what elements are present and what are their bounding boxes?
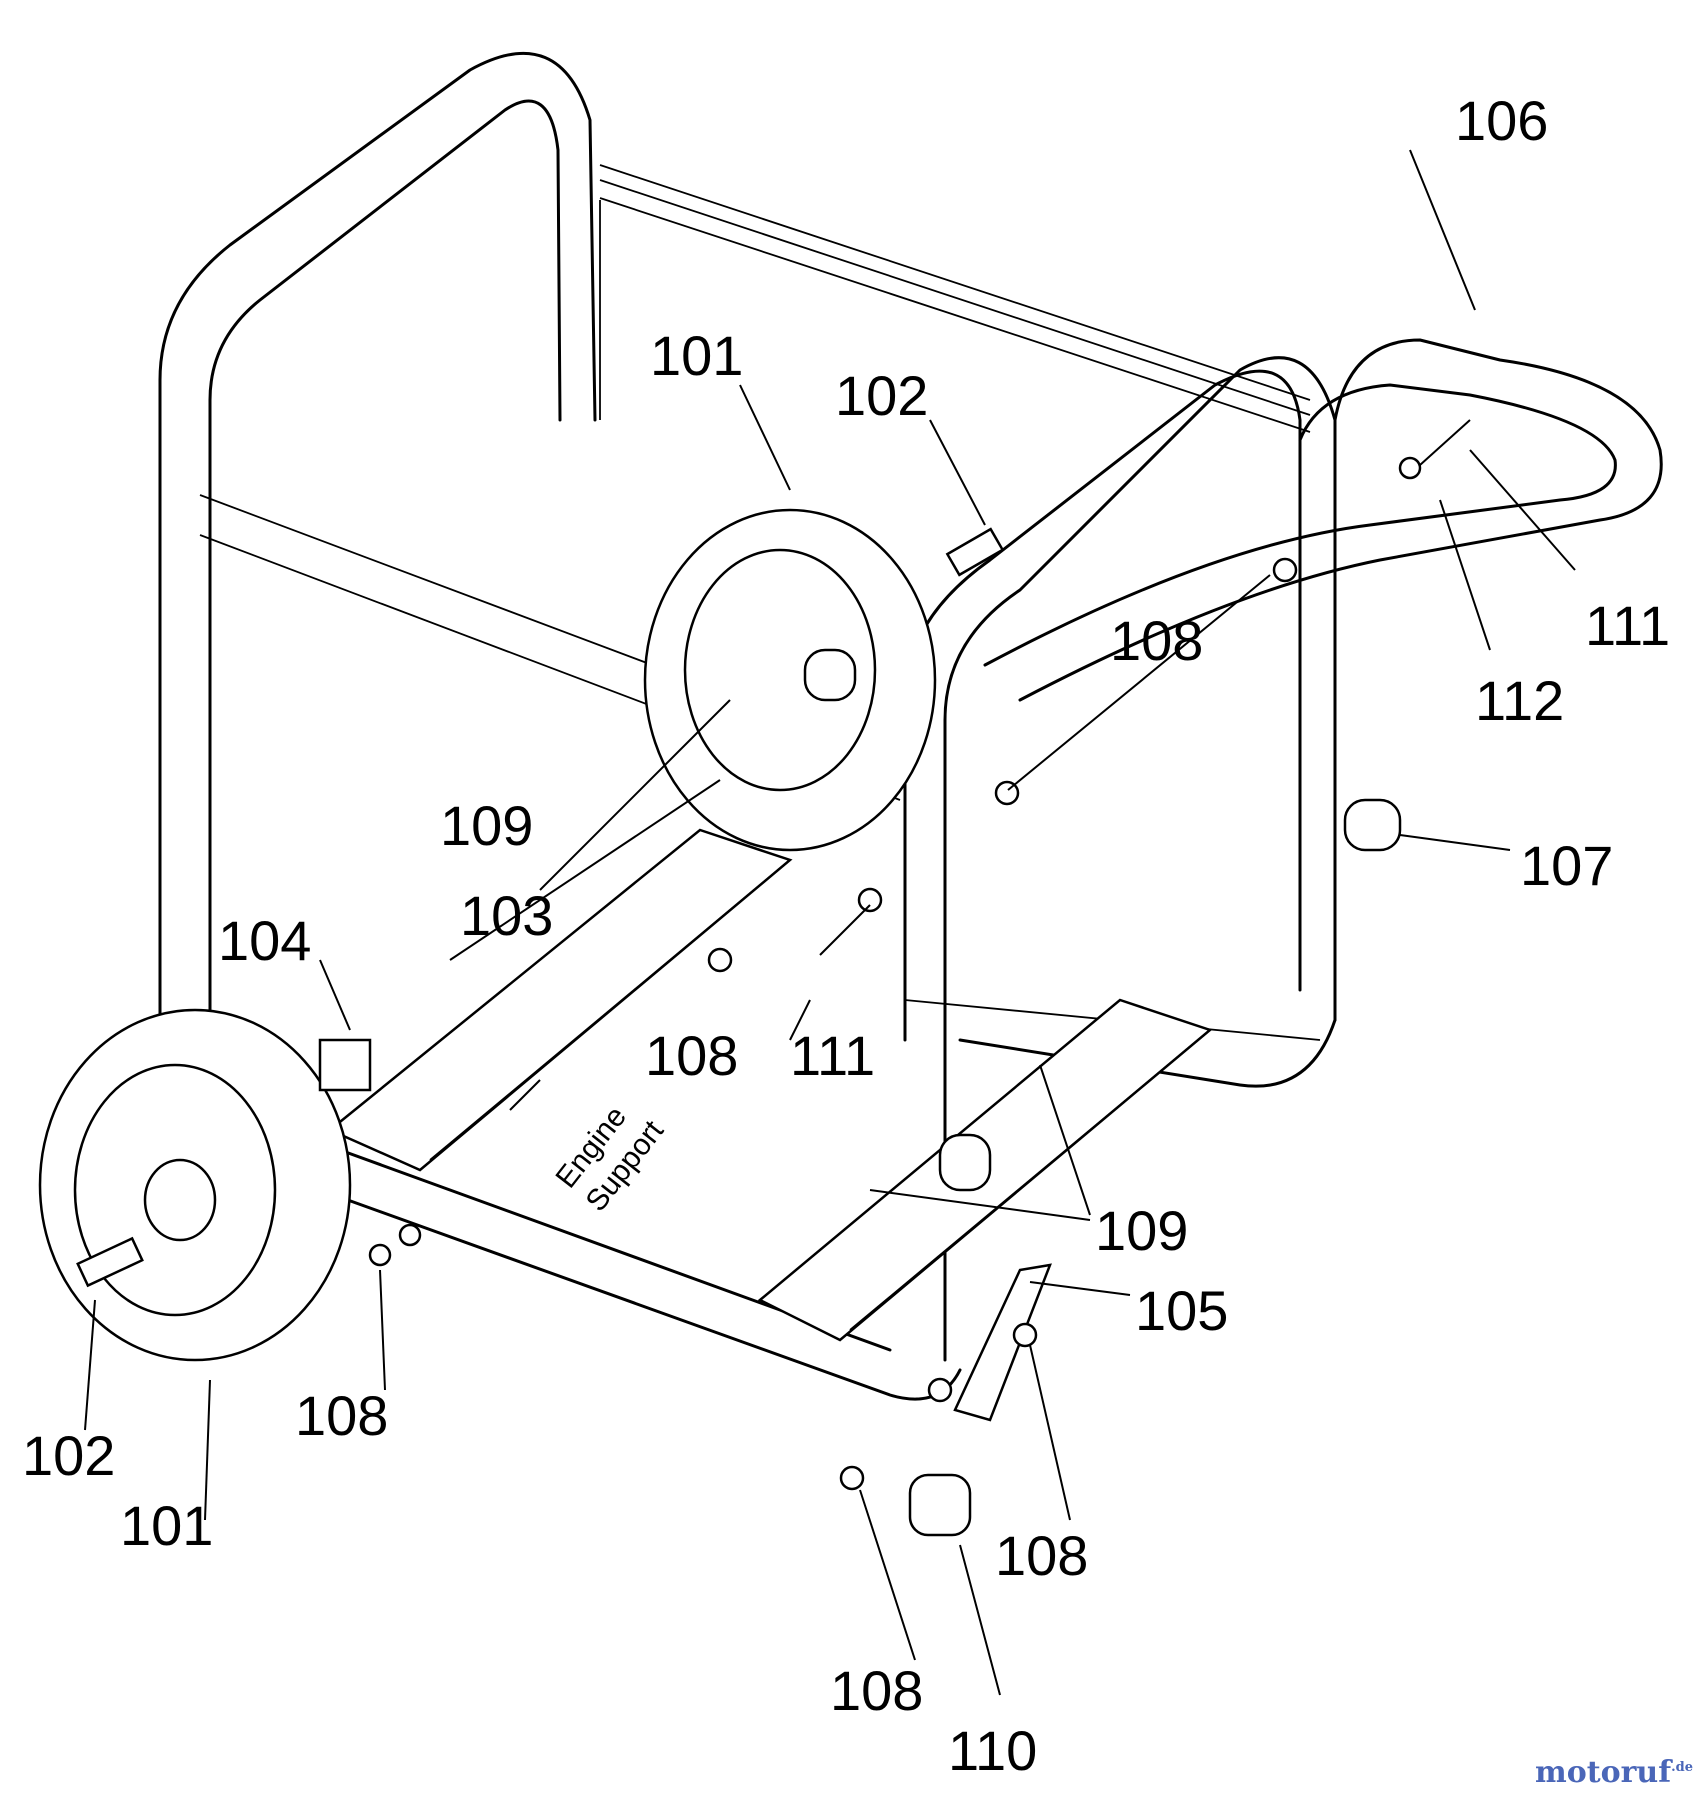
callout-111-handle: 111	[1585, 594, 1670, 657]
callout-108-middle: 108	[645, 1024, 738, 1087]
callout-108-upper: 108	[1110, 609, 1203, 672]
bracket-104	[318, 1038, 372, 1092]
leader-lines	[84, 149, 1576, 1696]
callout-111-lower: 111	[790, 1024, 875, 1087]
callout-104: 104	[218, 909, 311, 972]
callout-109-upper: 109	[440, 794, 533, 857]
callout-102-front: 102	[22, 1424, 115, 1487]
engine-support-rail-left	[327, 828, 793, 1172]
isolator-110	[908, 1473, 972, 1537]
callout-103: 103	[460, 884, 553, 947]
callout-109-lower: 109	[1095, 1199, 1188, 1262]
callout-101-front: 101	[120, 1494, 213, 1557]
callout-106: 106	[1455, 89, 1548, 152]
bracket-105	[953, 1263, 1052, 1422]
callout-102-rear: 102	[835, 364, 928, 427]
callout-107: 107	[1520, 834, 1613, 897]
wheel-front	[38, 1008, 352, 1362]
callout-110: 110	[948, 1719, 1037, 1782]
watermark-tld: .de	[1671, 1760, 1693, 1775]
rubber-foot-107	[1343, 798, 1402, 852]
callout-108-right: 108	[995, 1524, 1088, 1587]
wheel-rear	[643, 508, 1005, 852]
callout-101-rear: 101	[650, 324, 743, 387]
watermark-logo: motoruf.de	[1535, 1755, 1693, 1790]
isolator-mount	[938, 1133, 992, 1192]
callout-108-bottom: 108	[830, 1659, 923, 1722]
callout-112: 112	[1475, 669, 1564, 732]
hardware-parts	[318, 419, 1471, 1537]
callout-105: 105	[1135, 1279, 1228, 1342]
watermark-name: motoruf	[1534, 1755, 1672, 1790]
callout-108-front: 108	[295, 1384, 388, 1447]
